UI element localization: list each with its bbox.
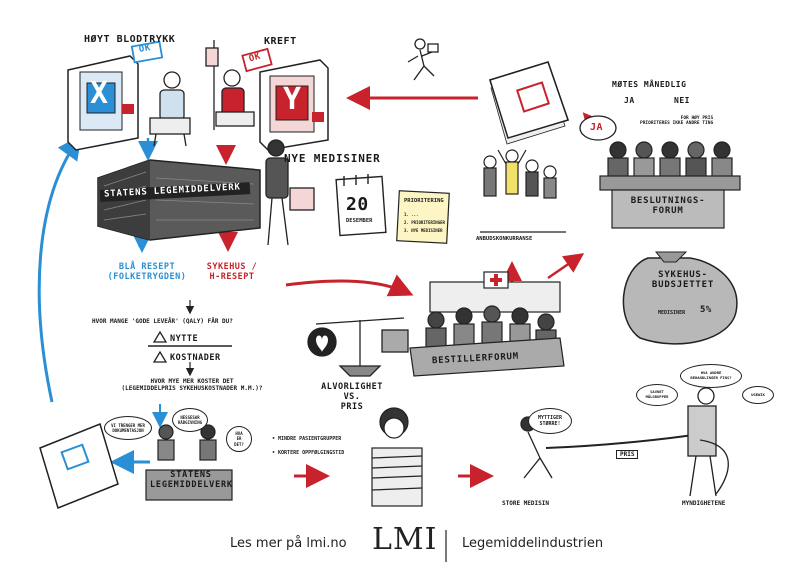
- priority-note-line-3: 3. NYE MEDISINER: [404, 228, 443, 233]
- bubble-andre-behandlinger: HVA ANDRE BEHANDLINGER FINS?: [680, 364, 742, 388]
- les-mer-link[interactable]: Les mer på lmi.no: [230, 536, 347, 551]
- priority-note-title: PRIORITERING: [404, 198, 444, 204]
- x-mark-icon: X: [90, 76, 109, 111]
- bubble-nessesar: NESSESAR RÅDGIVNING: [172, 408, 208, 432]
- anbudskonkurranse-label: ANBUDSKONKURRANSE: [476, 236, 533, 242]
- motes-note: FOR HØY PRIS PRIORITERES IKKE ANDRE TING: [640, 116, 714, 126]
- priority-note-line-1: 1. ...: [404, 212, 419, 217]
- ja-bubble-text: JA: [590, 122, 604, 133]
- nei-option: NEI: [674, 96, 690, 105]
- beslutningsforum-label: BESLUTNINGS- FORUM: [630, 196, 706, 216]
- formula-question-qaly: HVOR MANGE 'GODE LEVEÅR' (QALY) FÅR DU?: [92, 318, 233, 325]
- sykehusbudsjett-medisiner: MEDISINER: [658, 310, 686, 316]
- store-medisin-label: STORE MEDISIN: [502, 500, 549, 507]
- priority-note-line-2: 2. PRIORITERINGER: [404, 220, 445, 225]
- sykehusbudsjett-title: SYKEHUS- BUDSJETTET: [651, 270, 715, 290]
- calendar-day: 20: [346, 194, 369, 215]
- bubble-savnet-malgrupper: SAVNET MÅLGRUPPER: [636, 384, 678, 406]
- formula-kostnader: KOSTNADER: [170, 353, 221, 363]
- formula-nytte: NYTTE: [170, 334, 199, 344]
- hoyt-blodtrykk-label: HØYT BLODTRYKK: [84, 34, 176, 45]
- ja-option: JA: [624, 96, 635, 105]
- bubble-mer-dokumentasjon: VI TRENGER MER DOKUMENTASJON: [104, 416, 152, 440]
- alvorlighet-vs-pris: ALVORLIGHET VS. PRIS: [321, 382, 383, 413]
- calendar-month: DESEMBER: [346, 218, 373, 224]
- kreft-label: KREFT: [264, 36, 297, 47]
- bla-resept-label: BLÅ RESEPT (FOLKETRYGDEN): [107, 262, 187, 282]
- bullet-mindre-pasientgrupper: • MINDRE PASIENTGRUPPER: [272, 436, 342, 442]
- sykehusbudsjett-percent: 5%: [700, 305, 712, 315]
- ok-badge-blue: OK: [138, 43, 152, 55]
- bubble-hva-er-det: HVA ER DET?: [226, 426, 252, 452]
- myndighetene-label: MYNDIGHETENE: [682, 500, 726, 507]
- nye-medisiner-title: NYE MEDISINER: [284, 152, 381, 165]
- formula-question-cost: HVOR MYE MER KOSTER DET (LEGEMIDDELPRIS …: [121, 378, 263, 392]
- lmi-logo: LMI: [372, 522, 438, 557]
- bla-resept-x: X: [138, 240, 144, 250]
- bubble-ugewik: UGEWIK: [742, 386, 774, 404]
- y-mark-icon: Y: [283, 82, 302, 117]
- bullet-kortere-oppfolgingstid: • KORTERE OPPFØLGINGSTID: [272, 450, 345, 456]
- sykehus-resept-y: Y: [224, 240, 230, 250]
- bubble-myttiger-storre: MYTTIGER STØRRE!: [528, 408, 572, 434]
- motes-manedlig-title: MØTES MÅNEDLIG: [612, 80, 687, 89]
- pris-label: PRIS: [616, 450, 639, 459]
- sykehus-resept-label: SYKEHUS / H-RESEPT: [206, 262, 258, 282]
- statens-legemiddelverk-bottom-label: STATENS LEGEMIDDELVERK: [150, 470, 233, 491]
- legemiddelindustrien-label: Legemiddelindustrien: [462, 536, 604, 551]
